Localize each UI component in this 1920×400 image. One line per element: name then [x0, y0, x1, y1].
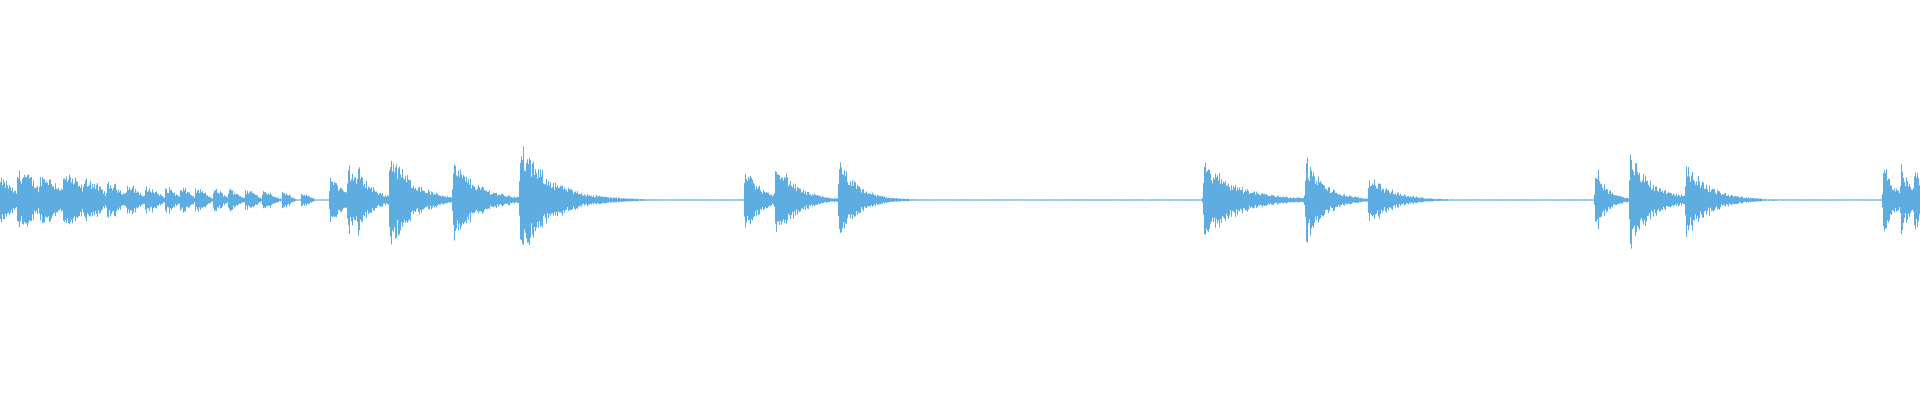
waveform-bars: [0, 146, 1920, 249]
waveform-path: [0, 146, 1920, 249]
